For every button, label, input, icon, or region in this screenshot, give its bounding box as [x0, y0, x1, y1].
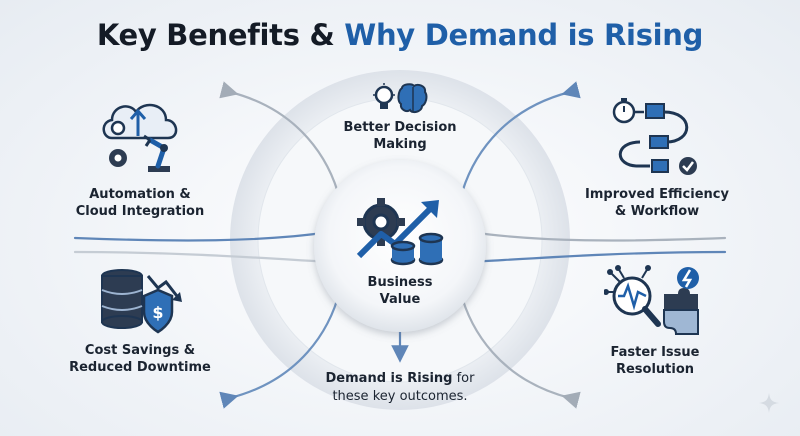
- swirl-arcs: [73, 81, 727, 409]
- cloud-robot-arm-icon: [102, 103, 178, 172]
- center-line-2: Value: [379, 292, 421, 307]
- gear-growth-coins-icon: [356, 198, 444, 266]
- caption-line-2: these key outcomes.: [332, 389, 468, 404]
- faster-issue-label: Faster Issue Resolution: [580, 344, 730, 378]
- faster-issue-line-2: Resolution: [615, 362, 695, 377]
- title-part-1: Key Benefits &: [96, 18, 345, 52]
- database-shield-icon: $: [101, 269, 182, 334]
- automation-label: Automation & Cloud Integration: [60, 186, 220, 220]
- better-decision-line-2: Making: [373, 137, 427, 152]
- workflow-icon: [612, 98, 697, 175]
- svg-text:$: $: [152, 303, 163, 322]
- better-decision-label: Better Decision Making: [320, 119, 480, 153]
- cost-savings-label: Cost Savings & Reduced Downtime: [52, 342, 228, 376]
- bottom-caption: Demand is Rising for these key outcomes.: [290, 370, 510, 406]
- sparkle-icon: [759, 393, 779, 413]
- magnifier-puzzle-icon: [604, 265, 699, 335]
- center-line-1: Business: [367, 275, 433, 290]
- better-decision-line-1: Better Decision: [343, 120, 457, 135]
- caption-rest: for: [452, 371, 475, 386]
- automation-line-2: Cloud Integration: [75, 204, 205, 219]
- cost-savings-line-2: Reduced Downtime: [69, 360, 211, 375]
- faster-issue-line-1: Faster Issue: [610, 345, 700, 360]
- page-title: Key Benefits & Why Demand is Rising: [0, 18, 800, 52]
- cost-savings-line-1: Cost Savings &: [84, 343, 196, 358]
- center-label: Business Value: [340, 274, 460, 308]
- title-part-2: Why Demand is Rising: [344, 18, 704, 52]
- efficiency-line-1: Improved Efficiency: [585, 187, 729, 202]
- lightbulb-brain-icon: [373, 83, 428, 114]
- efficiency-line-2: & Workflow: [614, 204, 700, 219]
- caption-bold: Demand is Rising: [325, 371, 453, 386]
- efficiency-label: Improved Efficiency & Workflow: [572, 186, 742, 220]
- automation-line-1: Automation &: [89, 187, 191, 202]
